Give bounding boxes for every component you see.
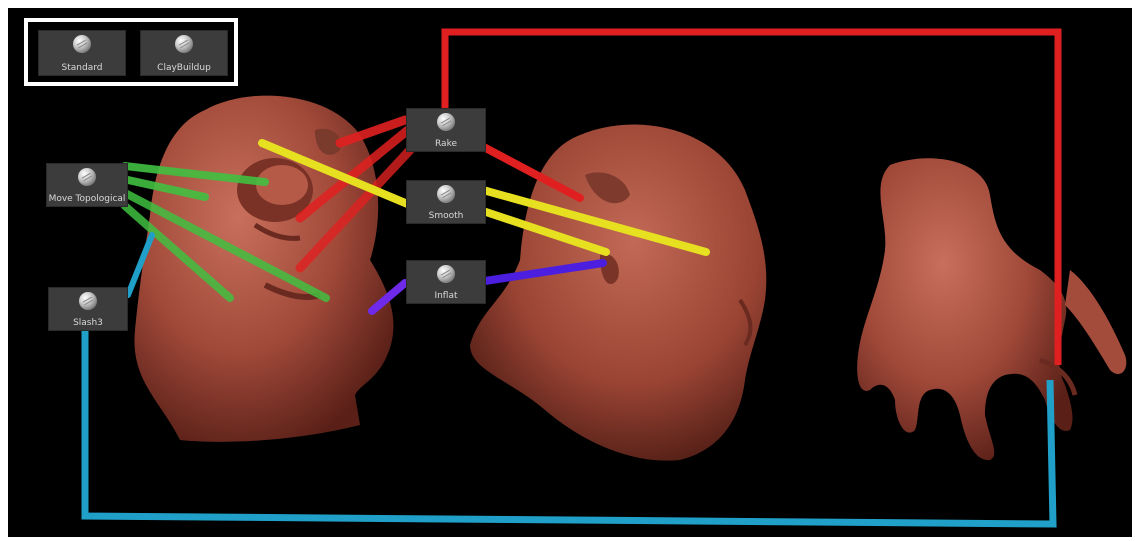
hand-model <box>857 158 1126 460</box>
rake-brush-icon <box>437 113 455 131</box>
smooth-brush-icon <box>437 185 455 203</box>
brush-label: Rake <box>407 139 485 149</box>
brush-label: Standard <box>39 63 125 73</box>
move-topological-brush-icon <box>78 168 96 186</box>
brush-move-topological[interactable]: Move Topological <box>46 163 128 207</box>
bald-head-model <box>470 124 766 460</box>
brush-inflat[interactable]: Inflat <box>406 260 486 304</box>
brush-label: Move Topological <box>47 194 127 204</box>
claybuildup-brush-icon <box>175 35 193 53</box>
standard-brush-icon <box>73 35 91 53</box>
brush-slash3[interactable]: Slash3 <box>48 287 128 331</box>
brush-label: Inflat <box>407 291 485 301</box>
inflat-brush-icon <box>437 265 455 283</box>
brush-rake[interactable]: Rake <box>406 108 486 152</box>
brush-claybuildup[interactable]: ClayBuildup <box>140 30 228 76</box>
slash3-brush-icon <box>79 292 97 310</box>
brush-smooth[interactable]: Smooth <box>406 180 486 224</box>
brush-label: ClayBuildup <box>141 63 227 73</box>
brush-standard[interactable]: Standard <box>38 30 126 76</box>
brush-label: Slash3 <box>49 318 127 328</box>
brush-label: Smooth <box>407 211 485 221</box>
